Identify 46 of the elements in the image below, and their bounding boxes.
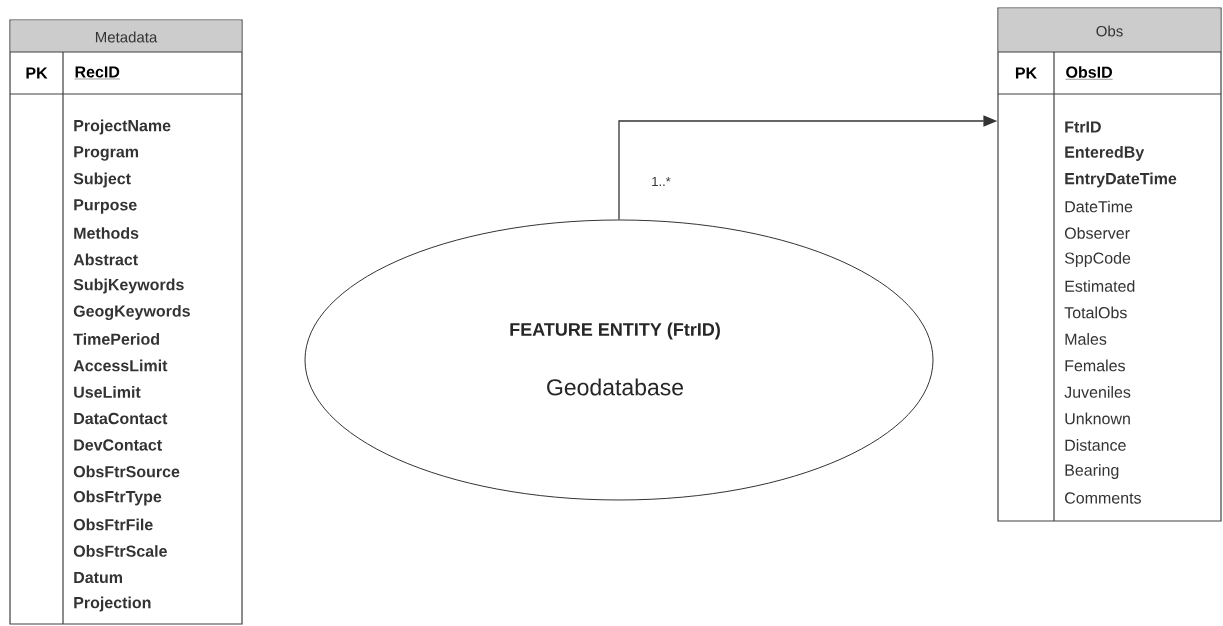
field-name: Datum	[74, 571, 122, 584]
entity-subtitle: Geodatabase	[547, 378, 684, 396]
field-name: ProjectName	[74, 119, 171, 135]
field-name: Comments	[1065, 492, 1141, 504]
field-name: Program	[74, 146, 138, 161]
table-header: Obs	[1096, 25, 1123, 37]
field-name: Purpose	[74, 199, 137, 214]
field-name: Females	[1065, 359, 1125, 372]
table	[997, 7, 1222, 522]
key-label: PK	[26, 67, 48, 79]
field-name: ObsFtrSource	[73, 465, 180, 478]
field-name: Unknown	[1065, 412, 1130, 425]
field-name: Projection	[74, 596, 151, 612]
field-name: Methods	[74, 227, 139, 239]
multiplicity-label: 1..*	[652, 177, 671, 186]
entity-title: FEATURE ENTITY (FtrID)	[510, 322, 720, 340]
field-name: Bearing	[1065, 464, 1119, 479]
field-name: DataContact	[74, 412, 168, 425]
field-name: EnteredBy	[1065, 146, 1145, 161]
field-name: ObsFtrScale	[73, 545, 167, 557]
field-name: TotalObs	[1064, 306, 1127, 319]
primary-key-field: RecID	[74, 66, 121, 80]
field-name: Observer	[1064, 227, 1130, 239]
primary-key-field: ObsID	[1065, 66, 1113, 80]
field-name: ObsFtrType	[73, 490, 162, 506]
field-name: Estimated	[1065, 280, 1135, 292]
ellipse	[304, 219, 934, 501]
field-name: Subject	[73, 172, 131, 188]
field-name: EntryDateTime	[1065, 172, 1177, 188]
field-name: Juveniles	[1064, 386, 1131, 398]
field-name: GeogKeywords	[73, 305, 190, 320]
table-header: Metadata	[95, 31, 158, 43]
field-name: UseLimit	[74, 386, 141, 398]
field-name: AccessLimit	[73, 359, 168, 372]
field-name: DateTime	[1065, 200, 1133, 213]
field-name: DevContact	[74, 439, 162, 451]
table	[9, 19, 243, 625]
field-name: FtrID	[1065, 121, 1101, 133]
key-label: PK	[1015, 67, 1037, 79]
field-name: Abstract	[73, 253, 138, 266]
field-name: SppCode	[1064, 252, 1131, 267]
field-name: TimePeriod	[73, 333, 159, 345]
field-name: Males	[1065, 333, 1107, 345]
field-name: SubjKeywords	[73, 278, 184, 294]
field-name: ObsFtrFile	[73, 518, 153, 531]
field-name: Distance	[1065, 439, 1126, 451]
